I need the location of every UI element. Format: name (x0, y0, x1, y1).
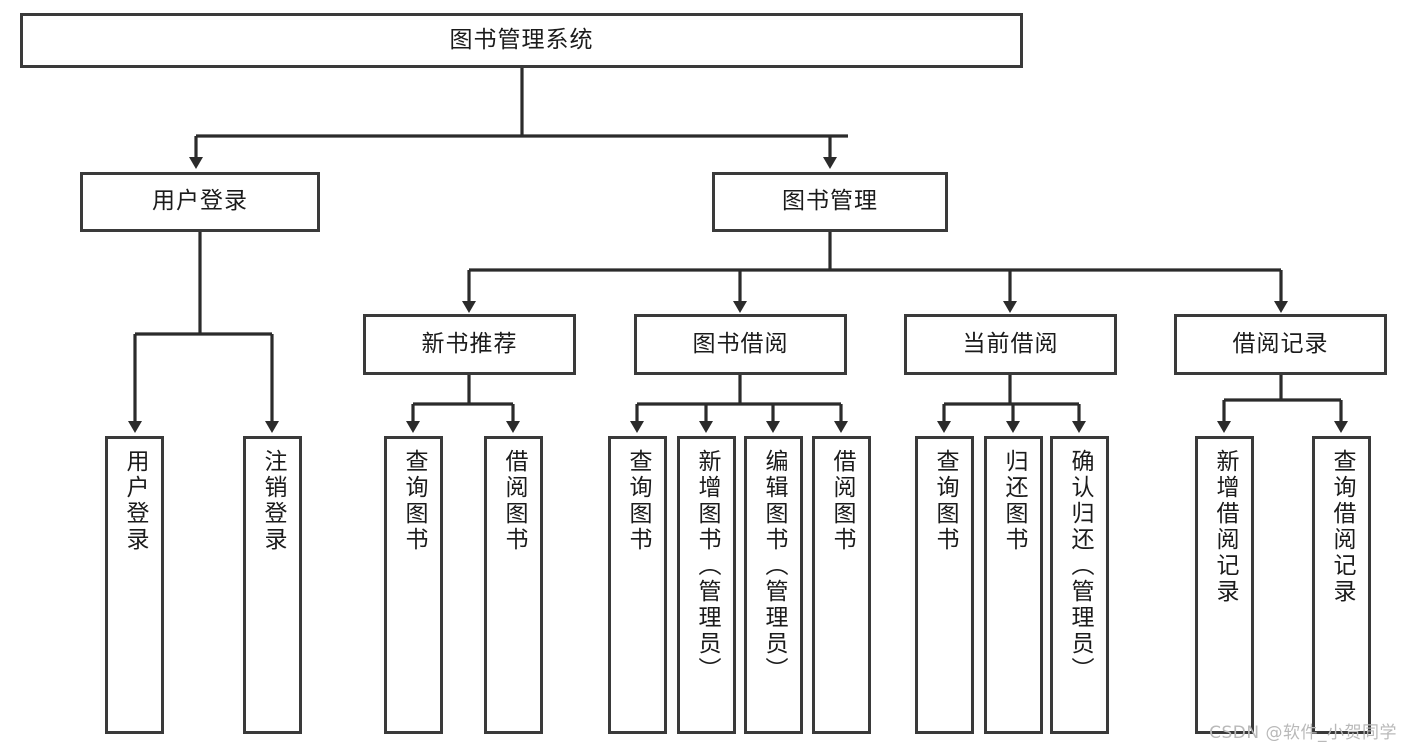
node-label: 图书管理 (782, 188, 878, 215)
leaf-borrow-query-book[interactable]: 查询图书 (608, 436, 667, 734)
leaf-borrow-borrow-book[interactable]: 借阅图书 (812, 436, 871, 734)
leaf-recommend-query-book[interactable]: 查询图书 (384, 436, 443, 734)
leaf-record-query-borrow-record[interactable]: 查询借阅记录 (1312, 436, 1371, 734)
leaf-logout-login[interactable]: 注销登录 (243, 436, 302, 734)
leaf-current-return-book[interactable]: 归还图书 (984, 436, 1043, 734)
node-book-management[interactable]: 图书管理 (712, 172, 948, 232)
node-label: 当前借阅 (962, 330, 1059, 357)
node-new-book-recommend[interactable]: 新书推荐 (363, 314, 576, 375)
node-label: 查询图书 (401, 449, 427, 553)
node-label: 编辑图书（管理员） (761, 449, 787, 683)
node-user-login[interactable]: 用户登录 (80, 172, 320, 232)
leaf-current-confirm-return-admin[interactable]: 确认归还（管理员） (1050, 436, 1109, 734)
leaf-user-login[interactable]: 用户登录 (105, 436, 164, 734)
node-label: 归还图书 (1001, 449, 1027, 553)
node-label: 确认归还（管理员） (1067, 449, 1093, 683)
node-label: 用户登录 (152, 188, 248, 215)
node-label: 借阅记录 (1232, 330, 1329, 357)
leaf-record-add-borrow-record[interactable]: 新增借阅记录 (1195, 436, 1254, 734)
leaf-recommend-borrow-book[interactable]: 借阅图书 (484, 436, 543, 734)
node-label: 注销登录 (260, 449, 286, 553)
node-label: 查询图书 (932, 449, 958, 553)
node-label: 图书管理系统 (449, 26, 594, 53)
leaf-borrow-edit-book-admin[interactable]: 编辑图书（管理员） (744, 436, 803, 734)
node-label: 查询图书 (625, 449, 651, 553)
node-label: 查询借阅记录 (1329, 449, 1355, 605)
node-current-borrow[interactable]: 当前借阅 (904, 314, 1117, 375)
node-label: 借阅图书 (501, 449, 527, 553)
node-book-borrow[interactable]: 图书借阅 (634, 314, 847, 375)
node-label: 用户登录 (122, 449, 148, 553)
node-root-book-management-system[interactable]: 图书管理系统 (20, 13, 1023, 68)
node-label: 新增图书（管理员） (694, 449, 720, 683)
node-label: 新书推荐 (421, 330, 518, 357)
node-label: 借阅图书 (829, 449, 855, 553)
node-borrow-record[interactable]: 借阅记录 (1174, 314, 1387, 375)
node-label: 新增借阅记录 (1212, 449, 1238, 605)
leaf-borrow-add-book-admin[interactable]: 新增图书（管理员） (677, 436, 736, 734)
leaf-current-query-book[interactable]: 查询图书 (915, 436, 974, 734)
node-label: 图书借阅 (692, 330, 789, 357)
